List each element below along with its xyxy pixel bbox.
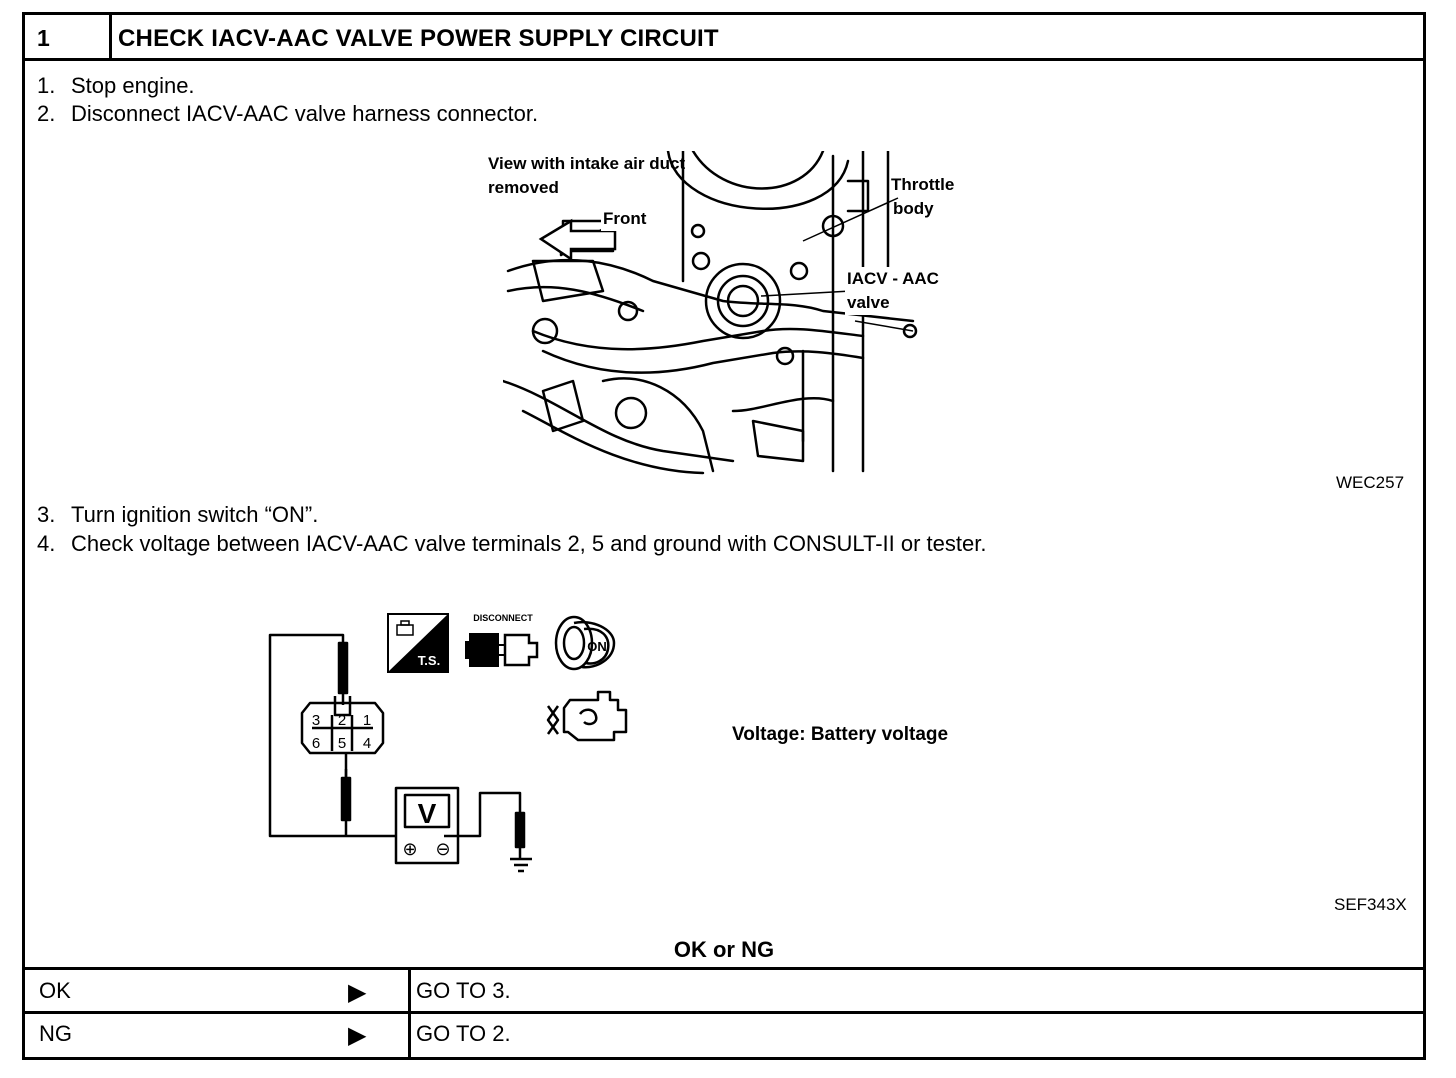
step-item: 4. Check voltage between IACV-AAC valve t… <box>37 531 986 557</box>
view-label: View with intake air duct removed <box>488 154 686 197</box>
step-number: 1 <box>37 25 50 51</box>
voltage-check-diagram: 3 2 1 6 5 4 V ⊕ ⊖ <box>268 633 532 873</box>
front-label: Front <box>601 207 649 231</box>
step-item: 2. Disconnect IACV-AAC valve harness conn… <box>37 101 538 127</box>
engine-running-icon <box>546 690 628 742</box>
step-item-number: 3. <box>37 502 56 527</box>
minus-terminal-icon: ⊖ <box>435 839 450 860</box>
step-item-text: Check voltage between IACV-AAC valve ter… <box>71 531 987 556</box>
arrow-right-icon: ▶ <box>348 1022 367 1049</box>
procedure-frame: 1 CHECK IACV-AAC VALVE POWER SUPPLY CIRC… <box>22 12 1426 1060</box>
step-item: 1. Stop engine. <box>37 73 195 99</box>
result-key: NG <box>39 1021 72 1046</box>
arrow-right-icon: ▶ <box>348 979 367 1006</box>
terminal-label: 4 <box>363 735 371 752</box>
plus-terminal-icon: ⊕ <box>402 839 417 860</box>
step-title: CHECK IACV-AAC VALVE POWER SUPPLY CIRCUI… <box>118 25 719 52</box>
ignition-on-icon: ON <box>554 615 616 671</box>
step-item-text: Disconnect IACV-AAC valve harness connec… <box>71 101 539 126</box>
terminal-label: 5 <box>338 735 346 752</box>
figure-ref-code: SEF343X <box>1334 895 1407 914</box>
terminal-label: 3 <box>312 712 320 729</box>
figure-ref-code: WEC257 <box>1336 473 1405 492</box>
result-row-ng: NG ▶ GO TO 2. <box>25 1011 1423 1057</box>
result-key: OK <box>39 978 71 1003</box>
step-item: 3. Turn ignition switch “ON”. <box>37 502 318 528</box>
result-title: OK or NG <box>673 937 775 962</box>
disconnect-connector-icon: DISCONNECT <box>465 613 539 667</box>
step-header: 1 CHECK IACV-AAC VALVE POWER SUPPLY CIRC… <box>25 15 1423 61</box>
step-item-number: 1. <box>37 73 56 98</box>
svg-text:DISCONNECT: DISCONNECT <box>473 613 533 623</box>
result-action: GO TO 3. <box>416 978 511 1003</box>
svg-text:ON: ON <box>587 639 607 654</box>
voltage-spec: Voltage: Battery voltage <box>732 724 949 745</box>
terminal-label: 2 <box>338 712 346 729</box>
iacv-valve-label: IACV - AAC valve <box>845 267 941 315</box>
terminal-label: 1 <box>363 712 371 729</box>
result-action: GO TO 2. <box>416 1021 511 1046</box>
result-row-ok: OK ▶ GO TO 3. <box>25 967 1423 1011</box>
meter-label: V <box>418 798 437 829</box>
engine-bay-illustration <box>503 151 918 475</box>
terminal-label: 6 <box>312 735 320 752</box>
header-divider <box>109 15 112 58</box>
svg-text:T.S.: T.S. <box>418 653 440 668</box>
step-item-text: Turn ignition switch “ON”. <box>71 502 319 527</box>
result-column-divider <box>408 967 411 1057</box>
ts-tester-icon: T.S. <box>387 613 449 673</box>
step-item-number: 2. <box>37 101 56 126</box>
step-item-number: 4. <box>37 531 56 556</box>
front-arrow-icon <box>538 218 617 262</box>
throttle-body-label: Throttle body <box>891 175 955 218</box>
step-item-text: Stop engine. <box>71 73 195 98</box>
